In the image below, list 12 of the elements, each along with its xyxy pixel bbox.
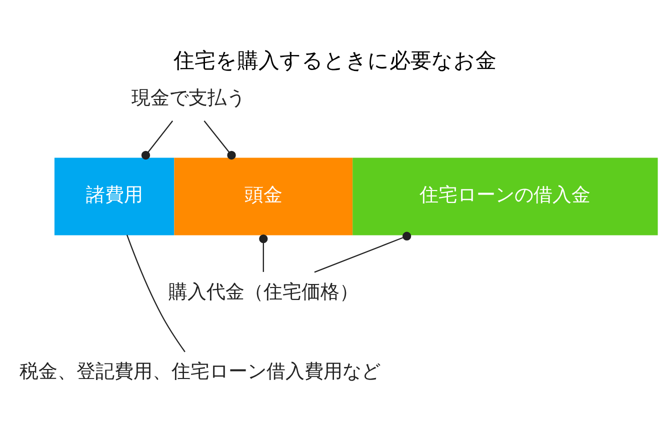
node-box: 諸費用: [54, 158, 174, 236]
connector: [314, 232, 412, 273]
connector: [204, 120, 236, 160]
diagram-title: 住宅を購入するときに必要なお金: [174, 47, 496, 72]
connector: [126, 234, 186, 352]
node-text: 購入代金（住宅価格）: [168, 282, 358, 303]
node-box: 住宅ローンの借入金: [352, 158, 658, 236]
connector: [141, 120, 174, 160]
node-text: 税金、登記費用、住宅ローン借入費用など: [20, 362, 381, 383]
node-text: 現金で支払う: [131, 88, 246, 110]
node-box: 頭金: [174, 158, 353, 236]
connector: [259, 234, 268, 272]
